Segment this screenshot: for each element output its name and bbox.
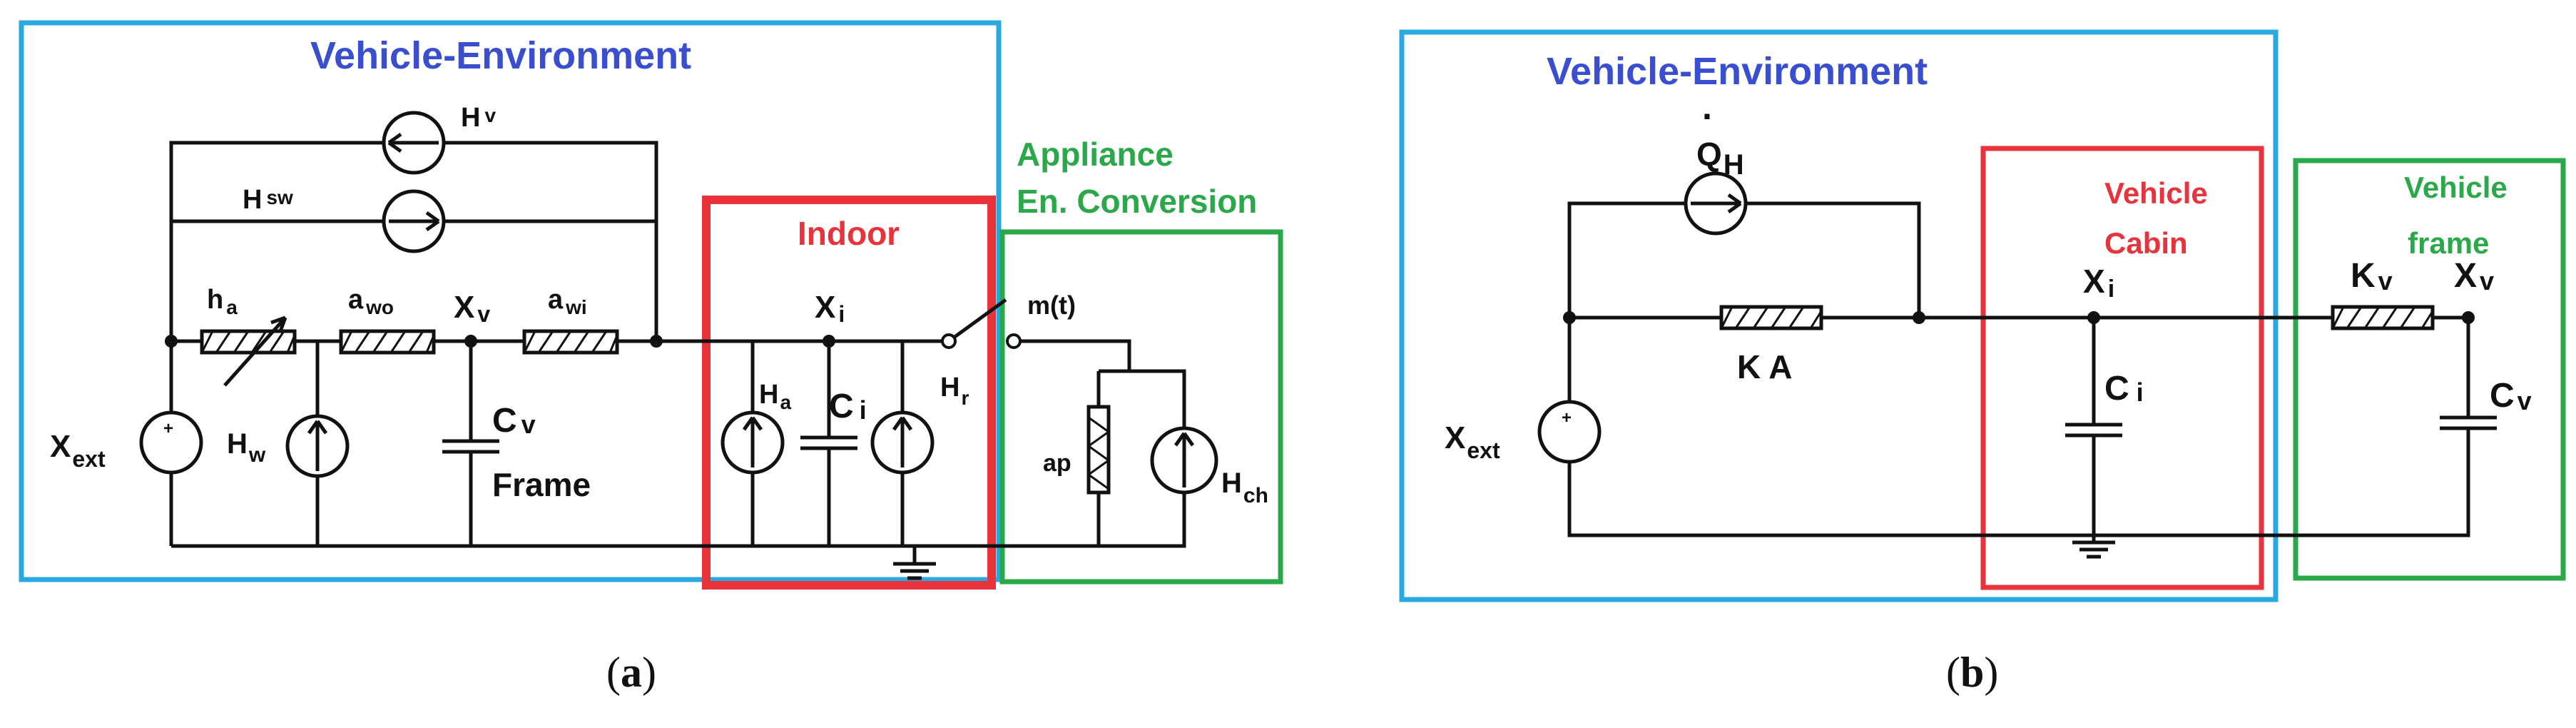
appliance-title-line1: Appliance xyxy=(1017,136,1174,173)
vehicle-environment-box-a xyxy=(19,20,1002,582)
xext-voltage-source: + xyxy=(139,410,203,475)
xext-label-b: Xext xyxy=(1445,420,1500,463)
ka-resistor xyxy=(1719,305,1823,330)
hw-label: Hw xyxy=(227,428,266,467)
appliance-box xyxy=(999,229,1283,585)
hch-label: Hch xyxy=(1221,467,1268,507)
frame-title-line2: frame xyxy=(2408,226,2489,260)
hsw-source xyxy=(382,189,446,253)
ap-resistor xyxy=(1086,405,1111,495)
ci-capacitor xyxy=(800,435,857,450)
cv-capacitor xyxy=(442,439,499,454)
hr-source xyxy=(870,410,935,475)
cabin-title-line1: Vehicle xyxy=(2104,176,2208,210)
indoor-box xyxy=(702,196,996,590)
hv-source xyxy=(382,111,446,175)
qh-dot: · xyxy=(1702,96,1714,136)
ci-capacitor-b xyxy=(2065,423,2122,438)
awi-resistor xyxy=(522,329,619,355)
hw-source xyxy=(285,414,350,478)
vehicle-environment-title-b: Vehicle-Environment xyxy=(1547,50,1928,93)
cabin-title-line2: Cabin xyxy=(2104,226,2188,260)
wiring-b xyxy=(1567,201,2470,559)
caption-a: (a) xyxy=(606,649,656,696)
xext-plus-sign: + xyxy=(163,419,173,438)
panel-a: Vehicle-Environment Indoor Appliance En.… xyxy=(19,20,1283,696)
ka-label: K A xyxy=(1737,348,1793,385)
xext-plus-sign-b: + xyxy=(1562,408,1572,428)
ha-source-label: Ha xyxy=(759,380,791,413)
vehicle-frame-box xyxy=(2293,158,2566,581)
hr-label: Hr xyxy=(940,373,969,409)
vehicle-environment-title-a: Vehicle-Environment xyxy=(310,34,691,77)
awo-resistor xyxy=(339,329,436,355)
frame-title-line1: Vehicle xyxy=(2404,171,2508,204)
ha-source xyxy=(721,410,785,475)
ap-label: ap xyxy=(1043,450,1071,477)
cv-capacitor-b xyxy=(2440,415,2497,430)
qh-label: QH xyxy=(1696,136,1744,181)
xext-voltage-source-b: + xyxy=(1537,400,1602,464)
hch-source xyxy=(1150,426,1218,495)
caption-b: (b) xyxy=(1946,649,1998,696)
kv-resistor xyxy=(2331,305,2435,330)
appliance-title-line2: En. Conversion xyxy=(1017,183,1257,220)
indoor-title: Indoor xyxy=(798,215,900,252)
panel-b: Vehicle-Environment Vehicle Cabin Vehicl… xyxy=(1399,29,2566,696)
xext-label: Xext xyxy=(50,429,106,472)
ha-variable-resistor xyxy=(200,315,297,387)
frame-label: Frame xyxy=(492,466,591,503)
vehicle-cabin-box xyxy=(1980,146,2264,590)
qh-source xyxy=(1684,171,1748,236)
mt-label: m(t) xyxy=(1027,290,1076,320)
